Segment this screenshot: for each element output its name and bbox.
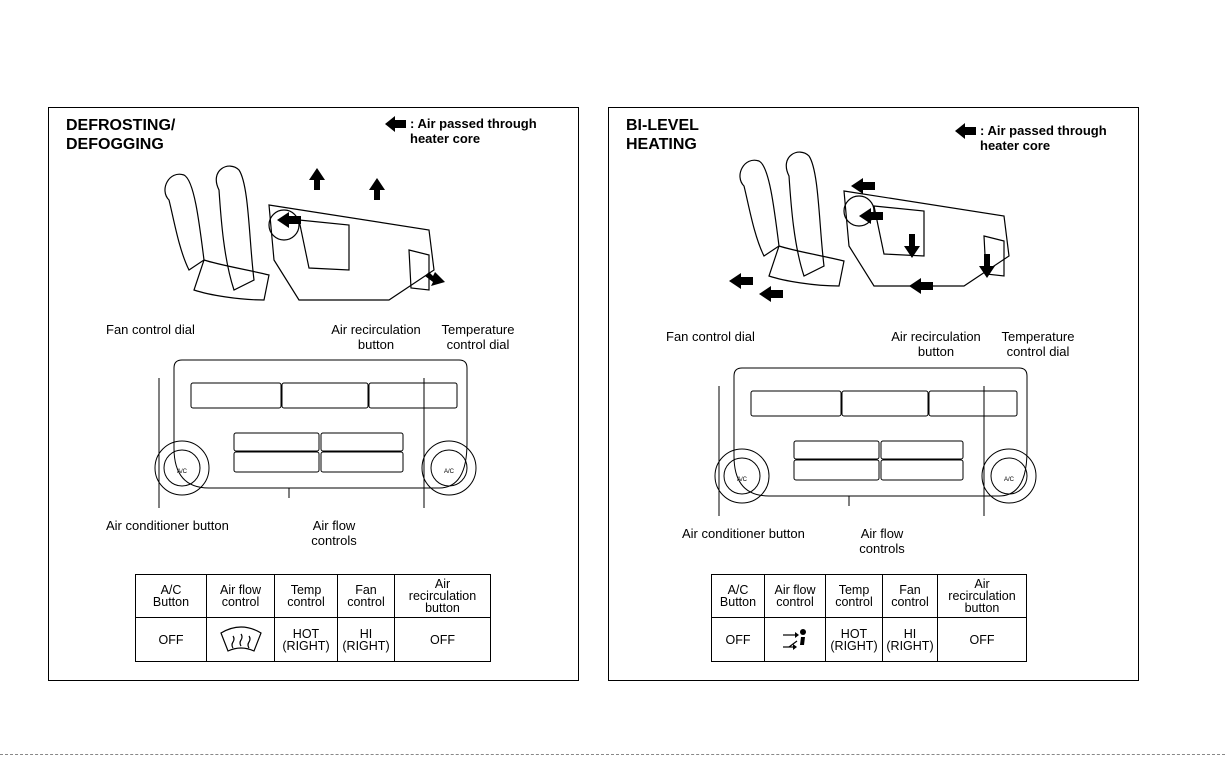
value-air-flow bbox=[206, 617, 275, 662]
callout-air-conditioner-button: Air conditioner button bbox=[682, 526, 805, 541]
header-ac-button: A/C Button bbox=[711, 574, 765, 618]
callout-fan-control-dial: Fan control dial bbox=[666, 329, 755, 344]
defrosting-panel: DEFROSTING/ DEFOGGING : Air passed throu… bbox=[48, 107, 579, 681]
ac-dial-label: A/C bbox=[737, 477, 748, 483]
callout-fan-control-dial: Fan control dial bbox=[106, 322, 195, 337]
temp-dial-label: A/C bbox=[1004, 477, 1015, 483]
callout-air-recirculation-button: Air recirculation button bbox=[891, 329, 981, 359]
interior-illustration bbox=[729, 151, 1010, 302]
value-temp: HOT (RIGHT) bbox=[274, 617, 338, 662]
header-ac-button: A/C Button bbox=[135, 574, 207, 618]
climate-control-panel: A/C A/C bbox=[714, 367, 1037, 516]
table-header-row: A/C Button Air flow control Temp control… bbox=[711, 574, 1027, 618]
value-air-flow bbox=[764, 617, 826, 662]
arrow-icon bbox=[955, 123, 976, 139]
value-ac: OFF bbox=[135, 617, 207, 662]
header-temp-control: Temp control bbox=[825, 574, 883, 618]
callout-air-conditioner-button: Air conditioner button bbox=[106, 518, 229, 533]
header-air-recirculation-button: Air recirculation button bbox=[394, 574, 491, 618]
header-air-flow-control: Air flow control bbox=[206, 574, 275, 618]
page-bottom-rule bbox=[0, 754, 1225, 755]
value-fan: HI (RIGHT) bbox=[882, 617, 938, 662]
value-temp: HOT (RIGHT) bbox=[825, 617, 883, 662]
ac-dial-label: A/C bbox=[177, 469, 188, 475]
header-air-flow-control: Air flow control bbox=[764, 574, 826, 618]
callout-air-flow-controls: Air flow controls bbox=[311, 518, 357, 548]
arrow-icon bbox=[385, 116, 406, 132]
value-recirculation: OFF bbox=[937, 617, 1027, 662]
callout-temperature-control-dial: Temperature control dial bbox=[1001, 329, 1075, 359]
temp-dial-label: A/C bbox=[444, 469, 455, 475]
header-air-recirculation-button: Air recirculation button bbox=[937, 574, 1027, 618]
header-temp-control: Temp control bbox=[274, 574, 338, 618]
settings-table: A/C Button Air flow control Temp control… bbox=[135, 574, 491, 662]
value-ac: OFF bbox=[711, 617, 765, 662]
legend-text: : Air passed through heater core bbox=[410, 116, 537, 146]
callout-temperature-control-dial: Temperature control dial bbox=[441, 322, 515, 352]
climate-control-panel: A/C A/C bbox=[154, 359, 477, 508]
legend-text: : Air passed through heater core bbox=[980, 123, 1107, 153]
panel-title: BI-LEVEL HEATING bbox=[626, 117, 699, 153]
settings-table: A/C Button Air flow control Temp control… bbox=[711, 574, 1027, 662]
table-header-row: A/C Button Air flow control Temp control… bbox=[135, 574, 491, 618]
value-fan: HI (RIGHT) bbox=[337, 617, 395, 662]
bi-level-icon bbox=[783, 628, 806, 650]
header-fan-control: Fan control bbox=[882, 574, 938, 618]
panel-title: DEFROSTING/ DEFOGGING bbox=[66, 117, 176, 153]
legend: : Air passed through heater core bbox=[955, 123, 1107, 153]
airflow-arrows bbox=[277, 168, 445, 286]
bi-level-heating-panel: BI-LEVEL HEATING : Air passed through he… bbox=[608, 107, 1139, 681]
airflow-arrows bbox=[729, 178, 995, 302]
table-value-row: OFF HOT (RIGHT) HI (RIGHT) OFF bbox=[711, 617, 1027, 662]
interior-illustration bbox=[164, 165, 445, 301]
callout-air-flow-controls: Air flow controls bbox=[859, 526, 905, 556]
header-fan-control: Fan control bbox=[337, 574, 395, 618]
value-recirculation: OFF bbox=[394, 617, 491, 662]
table-value-row: OFF HOT (RIGHT) HI (RIGHT) OFF bbox=[135, 617, 491, 662]
callout-air-recirculation-button: Air recirculation button bbox=[331, 322, 421, 352]
defrost-icon bbox=[219, 625, 262, 652]
legend: : Air passed through heater core bbox=[385, 116, 537, 146]
